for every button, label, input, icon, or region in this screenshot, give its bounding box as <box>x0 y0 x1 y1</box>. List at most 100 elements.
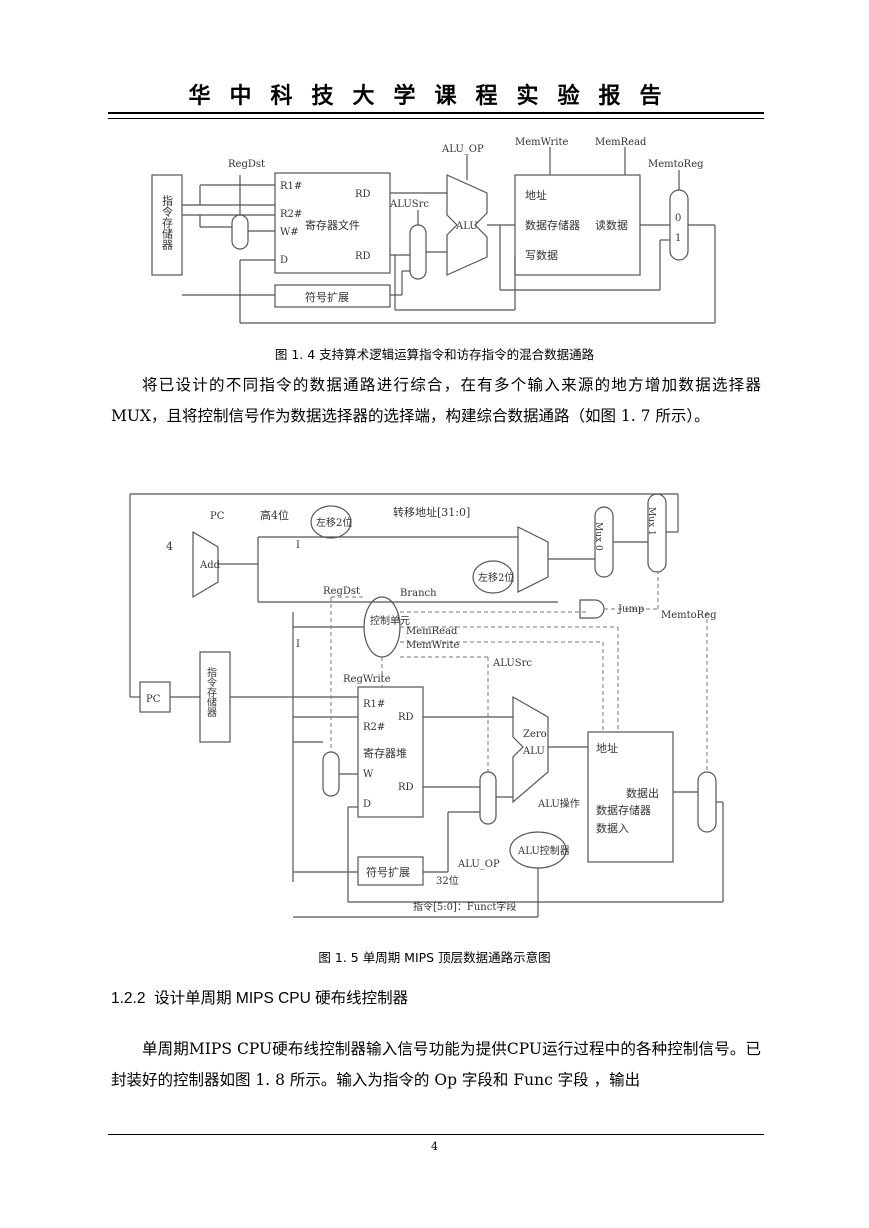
alu-shape <box>446 174 488 276</box>
fig2-alu-shape <box>512 695 549 804</box>
pc-label: PC <box>146 694 161 705</box>
fig2-regdst-label: RegDst <box>323 586 360 597</box>
i25-label: I <box>296 540 300 551</box>
zero-label: Zero <box>523 729 547 740</box>
paragraph-2: 单周期MIPS CPU硬布线控制器输入信号功能为提供CPU运行过程中的各种控制信… <box>111 1034 761 1096</box>
readdata-label: 读数据 <box>595 218 628 232</box>
alusrc-mux <box>409 224 427 280</box>
funct-label: 指令[5:0]：Funct字段 <box>413 900 516 913</box>
footer-rule <box>108 1134 764 1135</box>
high4-label: 高4位 <box>260 508 289 522</box>
jaddr-label: 转移地址[31:0] <box>393 505 470 519</box>
shift2-label: 左移2位 <box>478 571 514 584</box>
regdst-label: RegDst <box>228 159 265 170</box>
alu-op-label: ALU_OP <box>441 144 484 155</box>
and-gate <box>579 599 605 619</box>
fig2-alusrc-mux <box>479 771 497 825</box>
mux0-label-fig2: Mux 0 <box>593 522 603 551</box>
paragraph-2-text: 单周期MIPS CPU硬布线控制器输入信号功能为提供CPU运行过程中的各种控制信… <box>111 1040 761 1089</box>
fig2-dmem-box <box>587 731 674 863</box>
regfile-box <box>274 172 391 274</box>
regheap-box <box>357 686 424 818</box>
addr-label: 地址 <box>525 188 547 202</box>
fig2-alu-op-label: ALU_OP <box>457 859 500 870</box>
figure-mixed-datapath-svg: 指令存储器 RegDst R1# R2# W# D 寄存器文件 RD RD AL… <box>151 137 716 324</box>
ctrl-label: 控制单元 <box>370 614 410 627</box>
fig2-dmem-label: 数据存储器 <box>596 803 651 817</box>
branch-adder <box>517 526 549 593</box>
pc-hi-label: PC <box>210 511 225 522</box>
page-header-title: 华中科技大学课程实验报告 <box>188 84 681 109</box>
page-number: 4 <box>431 1140 438 1153</box>
dataout-label: 数据出 <box>626 786 659 800</box>
fig2-signext-box <box>357 856 424 886</box>
fig2-signext-label: 符号扩展 <box>366 865 410 879</box>
signext-label: 符号扩展 <box>305 290 349 304</box>
section-heading: 1.2.2 设计单周期 MIPS CPU 硬布线控制器 <box>111 986 408 1008</box>
aluop-small-label: ALU操作 <box>537 797 580 810</box>
add-label: Add <box>199 560 221 571</box>
memtoreg-label: MemtoReg <box>648 159 704 170</box>
section-title: 设计单周期 MIPS CPU 硬布线控制器 <box>154 990 409 1007</box>
figure-mixed-datapath: 指令存储器 RegDst R1# R2# W# D 寄存器文件 RD RD AL… <box>140 135 740 330</box>
fig2-r1-label: R1# <box>363 699 385 710</box>
fig2-rd1-label: RD <box>398 712 414 723</box>
dmem-label: 数据存储器 <box>525 218 580 232</box>
bits32-label: 32位 <box>436 874 459 887</box>
figure2-caption: 图 1. 5 单周期 MIPS 顶层数据通路示意图 <box>318 950 551 965</box>
paragraph-1: 将已设计的不同指令的数据通路进行综合，在有多个输入来源的地方增加数据选择器 MU… <box>111 370 761 432</box>
regwrite-label: RegWrite <box>343 674 391 685</box>
datain-label: 数据入 <box>596 821 629 835</box>
ctrl-ellipse <box>363 596 401 658</box>
w-label: W# <box>280 227 299 238</box>
fig2-rd2-label: RD <box>398 782 414 793</box>
alu-label: ALU <box>455 221 478 232</box>
jump-label: Jump <box>617 604 644 615</box>
rd2-label: RD <box>355 251 371 262</box>
fig2-memtoreg-label: MemtoReg <box>661 610 717 621</box>
regheap-label: 寄存器堆 <box>363 746 407 760</box>
fig2-w-label: W <box>363 769 374 780</box>
shift1-ellipse <box>310 505 352 539</box>
memwrite-label: MemWrite <box>515 137 568 148</box>
fig2-din-label: D <box>363 799 371 810</box>
rd1-label: RD <box>355 189 371 200</box>
mux1-label: 1 <box>675 233 681 244</box>
writedata-label: 写数据 <box>525 248 558 262</box>
aluctrl-label: ALU控制器 <box>517 844 570 857</box>
fig2-imem-label: 指令存储器 <box>205 666 217 718</box>
signext-box <box>274 284 391 308</box>
fig2-regdst-mux <box>322 751 340 797</box>
figure-mips-datapath-svg: PC 高4位 左移2位 转移地址[31:0] 4 Add I RegDst Br… <box>129 493 724 918</box>
four-label: 4 <box>166 540 173 553</box>
fig2-alu-label: ALU <box>522 746 545 757</box>
regfile-label: 寄存器文件 <box>305 218 360 232</box>
imem-label-1: 指令存储器 <box>161 194 174 251</box>
mux0-label: 0 <box>675 213 681 224</box>
header-rule-thin <box>108 118 764 119</box>
fig2-memtoreg-mux <box>697 771 717 833</box>
fig2-alusrc-label: ALUSrc <box>492 658 532 669</box>
figure-mips-datapath: PC 高4位 左移2位 转移地址[31:0] 4 Add I RegDst Br… <box>118 482 738 922</box>
r1-label: R1# <box>280 181 302 192</box>
header-rule-thick <box>108 112 764 114</box>
shift1-label: 左移2位 <box>316 516 352 529</box>
memtoreg-mux <box>669 189 689 261</box>
branch-label: Branch <box>400 588 437 599</box>
paragraph-1-text: 将已设计的不同指令的数据通路进行综合，在有多个输入来源的地方增加数据选择器 MU… <box>111 376 761 425</box>
section-number: 1.2.2 <box>111 990 146 1007</box>
shift2-ellipse <box>472 560 514 594</box>
fig2-memwrite-label: MemWrite <box>406 640 459 651</box>
figure1-caption: 图 1. 4 支持算术逻辑运算指令和访存指令的混合数据通路 <box>274 347 595 362</box>
mux1-label-fig2: Mux 1 <box>646 507 656 536</box>
fig2-addr-label: 地址 <box>596 741 618 755</box>
imem-box <box>151 174 183 276</box>
pc-adder <box>192 530 219 599</box>
fig2-memread-label: MemRead <box>406 626 458 637</box>
regdst-mux <box>231 214 249 250</box>
fig2-r2-label: R2# <box>363 722 385 733</box>
memread-label: MemRead <box>595 137 647 148</box>
din-label: D <box>280 255 288 266</box>
r2-label: R2# <box>280 209 302 220</box>
i31-label: I <box>296 639 300 650</box>
